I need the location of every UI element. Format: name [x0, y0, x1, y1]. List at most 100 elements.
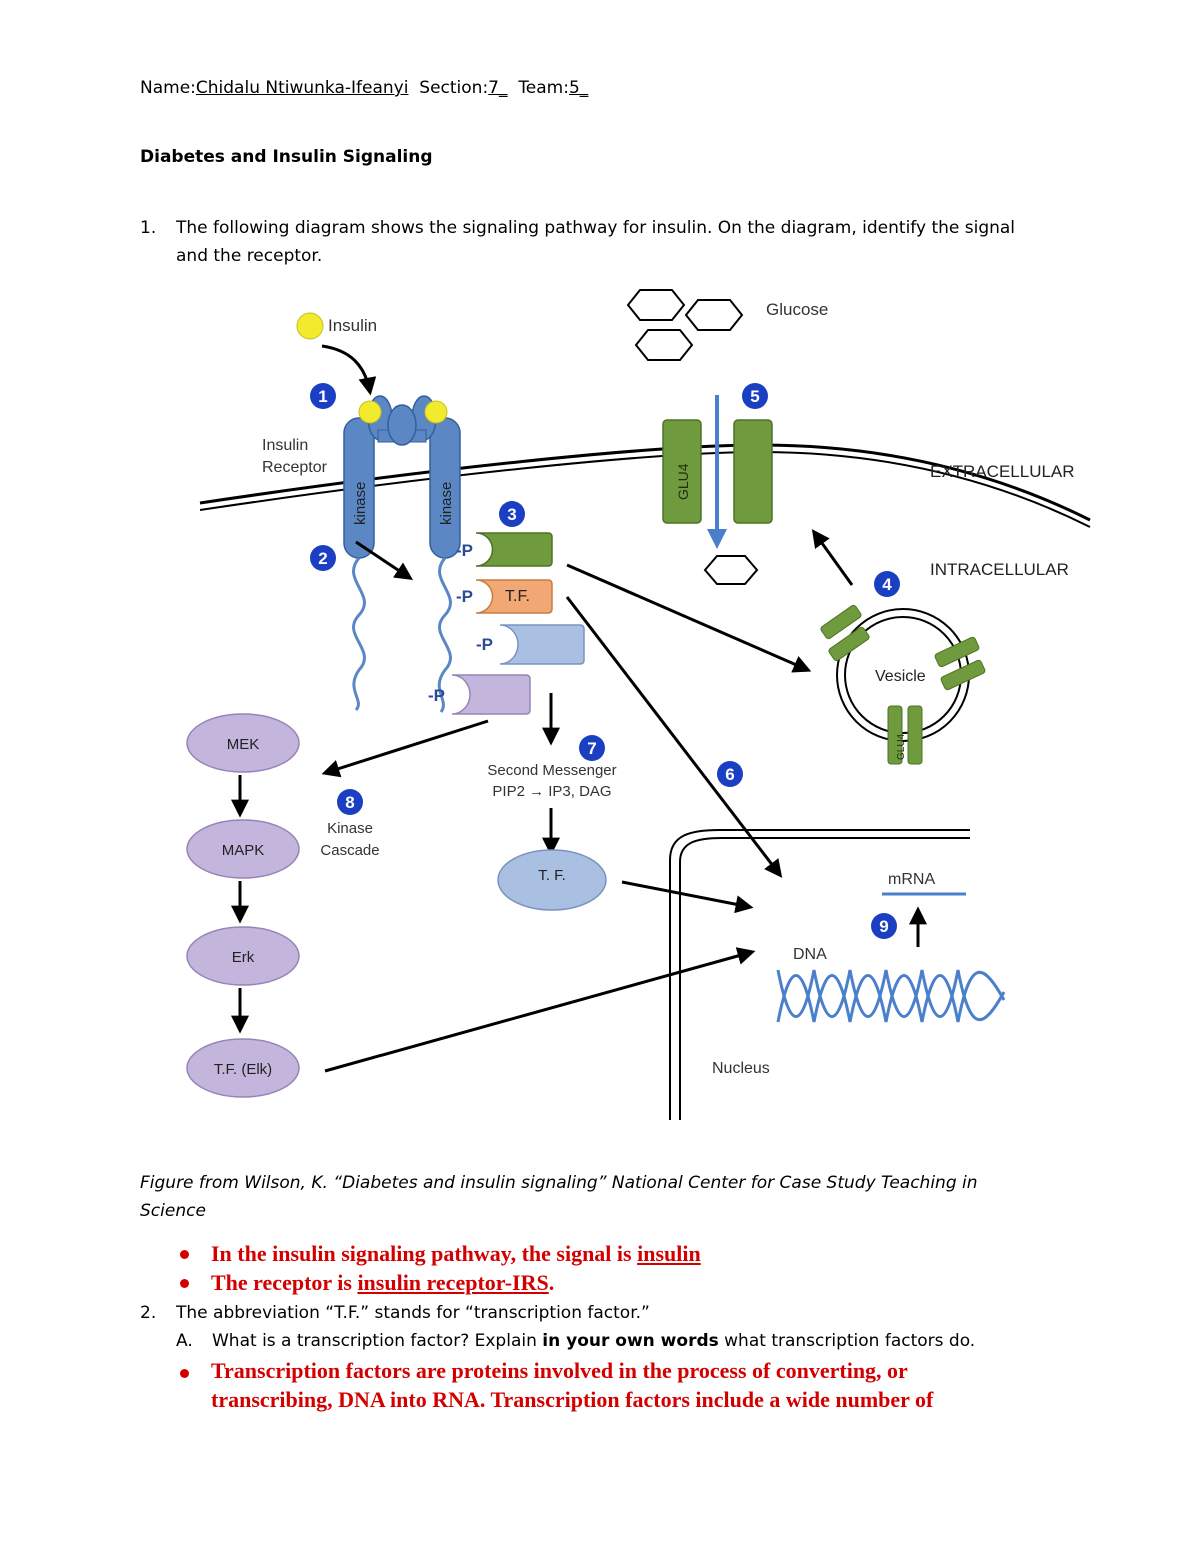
caption-line1: Figure from Wilson, K. “Diabetes and ins… [140, 1173, 978, 1193]
insulin-label: Insulin [328, 316, 377, 335]
arrow-tf-to-dna [565, 596, 783, 878]
badge-3: 3 [499, 501, 525, 527]
document-title: Diabetes and Insulin Signaling [140, 147, 433, 167]
q2-text: The abbreviation “T.F.” stands for “tran… [176, 1303, 650, 1323]
second-messenger-line2: PIP2 → IP3, DAG [492, 783, 611, 800]
badge-5: 5 [742, 383, 768, 409]
glucose-inside-hexagon [703, 555, 759, 585]
team-value: 5_ [568, 78, 589, 98]
answer-receptor-suffix: . [548, 1270, 555, 1295]
dna-strand-2 [776, 969, 1006, 1022]
badge-7: 7 [579, 735, 605, 761]
erk-label: Erk [232, 949, 255, 966]
q2a-label: A. [176, 1331, 193, 1351]
p-label-2: -P [456, 587, 473, 606]
svg-text:1: 1 [318, 387, 327, 406]
badge-4: 4 [874, 571, 900, 597]
q2a-text: What is a transcription factor? Explain … [212, 1328, 975, 1354]
vesicle-glu4-label: GLU4 [896, 733, 907, 760]
glu4-label: GLU4 [675, 463, 691, 500]
glucose-label: Glucose [766, 300, 828, 319]
arrow-tf-ellipse-to-dna [621, 880, 754, 914]
kinase-label-left: kinase [352, 482, 369, 525]
phospho-protein-green: -P [456, 532, 553, 567]
svg-text:6: 6 [725, 765, 734, 784]
nucleus-membrane-outer [669, 829, 970, 1120]
q1-line2: and the receptor. [176, 246, 323, 266]
answer-bullet-3 [180, 1369, 189, 1378]
answer-signal: In the insulin signaling pathway, the si… [211, 1239, 701, 1269]
section-value: 7_ [488, 78, 508, 98]
arrow-vesicle-to-membrane [811, 529, 854, 586]
answer-signal-value: insulin [637, 1241, 701, 1266]
tf-elk-ellipse [186, 1038, 300, 1098]
answer-signal-prefix: In the insulin signaling pathway, the si… [211, 1241, 638, 1266]
answer-receptor: The receptor is insulin receptor-IRS. [211, 1268, 554, 1298]
caption-line2: Science [140, 1201, 206, 1221]
phospho-protein-purple: -P [428, 674, 531, 715]
section-label: Section: [419, 78, 489, 98]
kinase-label-right: kinase [438, 482, 455, 525]
p-label-3: -P [476, 635, 493, 654]
arrow-autophosphorylation [355, 540, 413, 580]
dna-strand-1 [776, 970, 1006, 1023]
glucose-hexagon-3 [634, 329, 694, 361]
vesicle [820, 604, 986, 765]
arrow-elk-to-dna [324, 947, 756, 1073]
name-label: Name: [140, 78, 196, 98]
badge-2: 2 [310, 545, 336, 571]
answer-receptor-prefix: The receptor is [211, 1270, 358, 1295]
p-label-1: -P [456, 541, 473, 560]
badge-9: 9 [871, 913, 897, 939]
svg-text:7: 7 [587, 739, 596, 758]
answer2-line2: transcribing, DNA into RNA. Transcriptio… [211, 1387, 934, 1412]
erk-ellipse [186, 926, 300, 986]
answer-bullet-2 [180, 1279, 189, 1288]
answer-receptor-value: insulin receptor-IRS [357, 1270, 549, 1295]
team-label: Team: [518, 78, 569, 98]
glut4-channel [662, 419, 773, 524]
badge-1: 1 [310, 383, 336, 409]
arrow-to-kinase-cascade [321, 719, 489, 778]
svg-text:9: 9 [879, 917, 888, 936]
tf-ellipse [497, 849, 607, 911]
phospho-protein-tf: -P T.F. [456, 579, 553, 614]
vesicle-label: Vesicle [875, 668, 926, 685]
header-line: Name:Chidalu Ntiwunka-Ifeanyi Section:7_… [140, 75, 588, 101]
q2-number: 2. [140, 1303, 157, 1323]
tf-ellipse-label: T. F. [538, 867, 566, 884]
q2a-suffix: what transcription factors do. [718, 1331, 976, 1351]
kinase-cascade-line2: Cascade [320, 842, 379, 859]
svg-text:3: 3 [507, 505, 516, 524]
receptor-label-line2: Receptor [262, 459, 328, 476]
insulin-receptor [343, 395, 461, 713]
svg-text:4: 4 [882, 575, 892, 594]
svg-text:8: 8 [345, 793, 354, 812]
badge-6: 6 [717, 761, 743, 787]
svg-text:5: 5 [750, 387, 759, 406]
nucleus-membrane-inner [679, 837, 970, 1120]
kinase-cascade-line1: Kinase [327, 820, 373, 837]
nucleus-label: Nucleus [712, 1060, 770, 1077]
mrna-label: mRNA [888, 871, 935, 888]
p-label-4: -P [428, 686, 445, 705]
q2a-bold: in your own words [542, 1331, 719, 1351]
glucose-hexagon-2 [684, 299, 744, 331]
glucose-hexagon-1 [626, 289, 686, 321]
tf-elk-label: T.F. (Elk) [214, 1061, 272, 1078]
insulin-molecule [296, 312, 324, 340]
q2a-prefix: What is a transcription factor? Explain [212, 1331, 543, 1351]
intracellular-label: INTRACELLULAR [930, 560, 1069, 579]
second-messenger-line1: Second Messenger [487, 762, 616, 779]
tf-label-orange: T.F. [505, 588, 530, 605]
answer2-line1: Transcription factors are proteins invol… [211, 1358, 908, 1383]
receptor-label-line1: Insulin [262, 437, 308, 454]
dna-label: DNA [793, 946, 827, 963]
mapk-label: MAPK [222, 842, 265, 859]
mapk-ellipse [186, 819, 300, 879]
q1-number: 1. [140, 218, 157, 238]
insulin-arrow [321, 344, 377, 396]
arrow-to-vesicle [566, 563, 812, 673]
